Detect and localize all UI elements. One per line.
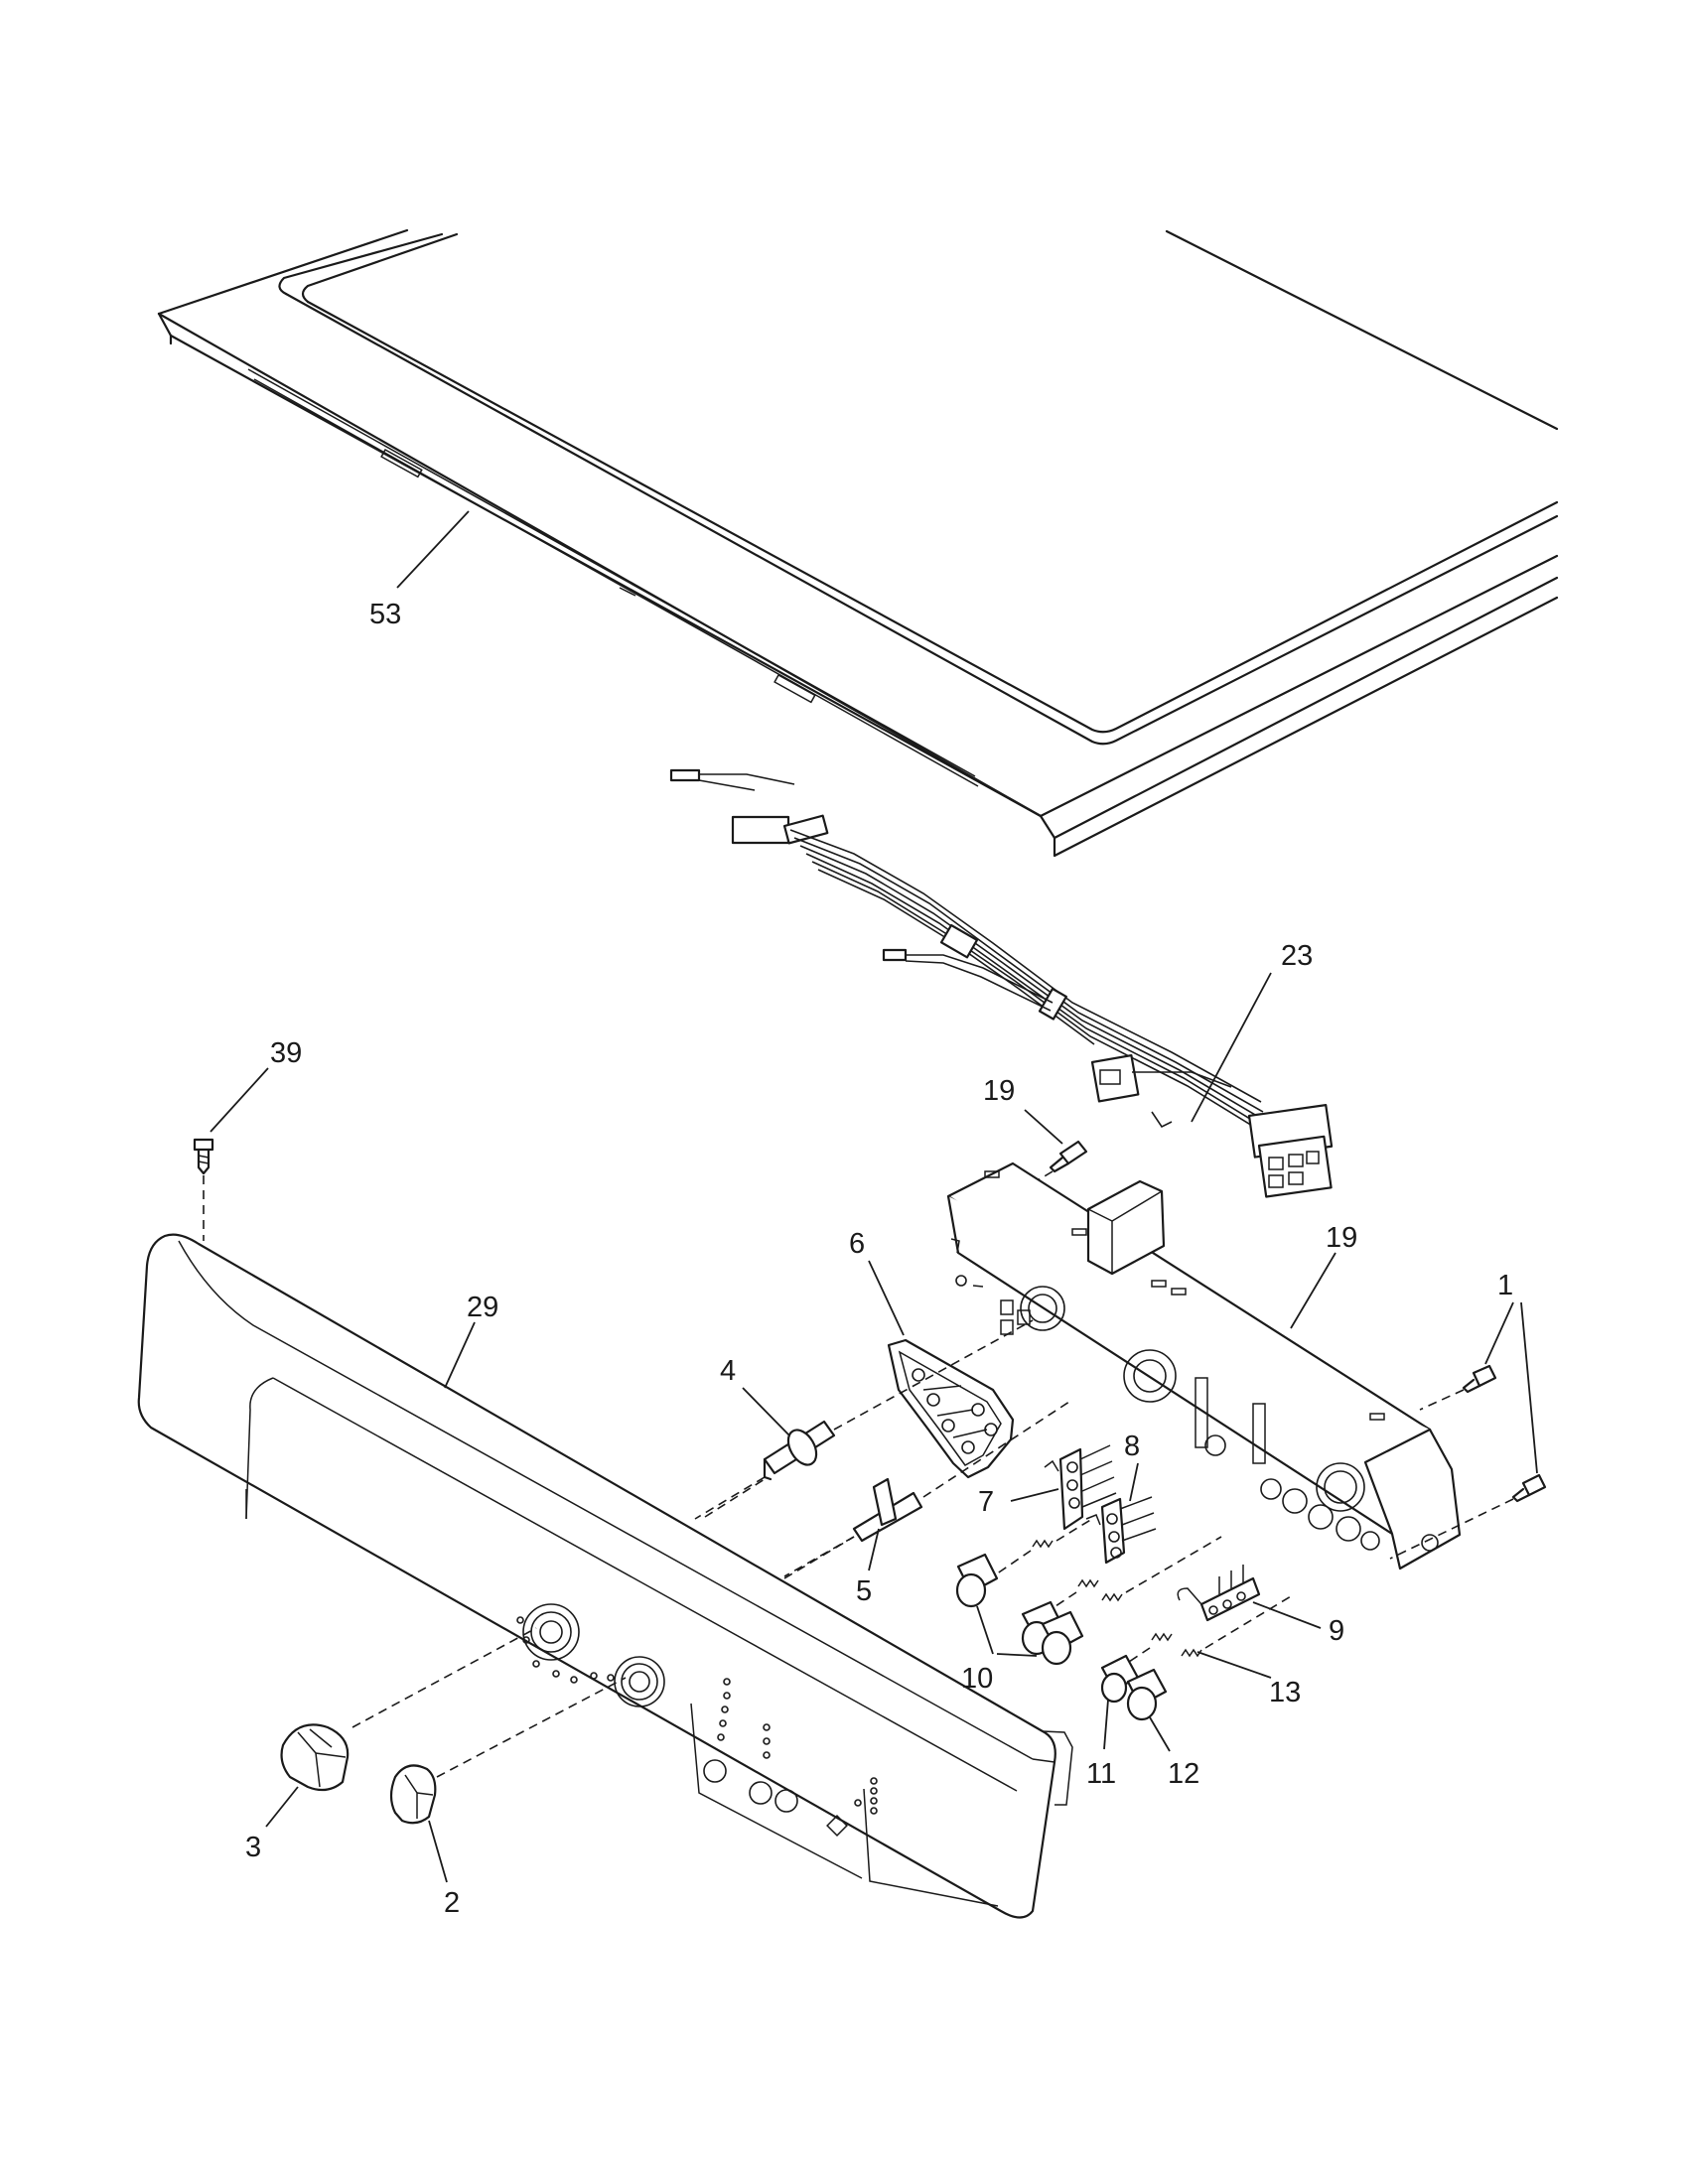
knob-part-3 — [280, 1723, 350, 1792]
callout-19-right-label: 1 — [1497, 1270, 1513, 1301]
callout-12: 12 — [1149, 1716, 1199, 1790]
callout-53: 53 — [369, 510, 470, 630]
control-panel-part-29 — [137, 1233, 1073, 1919]
bracket-part-6 — [887, 1338, 1015, 1479]
callout-53-label: 53 — [369, 599, 401, 630]
top-lid-part-53 — [157, 228, 1559, 858]
button-bracket-part-9 — [1177, 1565, 1261, 1622]
screw-part-19-right-2 — [1389, 1473, 1547, 1560]
callout-8: 8 — [1124, 1431, 1140, 1502]
callout-4: 4 — [720, 1355, 790, 1436]
callout-6: 6 — [849, 1228, 905, 1336]
callout-12-label: 12 — [1168, 1758, 1199, 1790]
callout-10-label: 10 — [961, 1663, 993, 1695]
callout-23: 23 — [1191, 940, 1313, 1123]
callout-29-label: 29 — [467, 1292, 498, 1323]
callout-11: 11 — [1086, 1699, 1116, 1790]
screw-part-19-right-1 — [1419, 1364, 1497, 1411]
callout-10: 10 — [961, 1605, 1038, 1695]
push-button-part-10 — [955, 1553, 1084, 1666]
callout-6-label: 6 — [849, 1228, 865, 1260]
callout-29: 29 — [444, 1292, 498, 1389]
callout-9-label: 9 — [1329, 1615, 1344, 1647]
callout-11-label: 11 — [1086, 1758, 1116, 1790]
callout-39-label: 39 — [270, 1037, 302, 1069]
callout-3-label: 3 — [245, 1832, 261, 1863]
callout-19-top-label: 19 — [983, 1075, 1015, 1107]
callout-4-label: 4 — [720, 1355, 736, 1387]
wire-harness-part-23 — [669, 768, 1334, 1198]
callout-19-right: 1 — [1484, 1270, 1538, 1474]
callout-1-label: 19 — [1326, 1222, 1357, 1254]
callout-2: 2 — [428, 1820, 460, 1919]
assembly-dash-lines — [352, 1478, 855, 1778]
springs — [992, 1518, 1292, 1665]
callout-3: 3 — [245, 1786, 299, 1863]
callout-5: 5 — [856, 1528, 880, 1607]
shaft-part-5 — [783, 1399, 1073, 1577]
callout-1: 19 — [1290, 1222, 1357, 1329]
callout-13: 13 — [1196, 1651, 1301, 1708]
callout-5-label: 5 — [856, 1575, 872, 1607]
control-housing-part-1 — [946, 1161, 1462, 1570]
callout-8-label: 8 — [1124, 1431, 1140, 1462]
callout-13-label: 13 — [1269, 1677, 1301, 1708]
callout-19-top: 19 — [983, 1075, 1063, 1145]
callout-9: 9 — [1252, 1601, 1344, 1647]
callout-39: 39 — [210, 1037, 302, 1133]
push-button-part-12 — [1126, 1668, 1168, 1721]
button-bracket-part-8 — [1085, 1496, 1157, 1565]
screw-part-39 — [193, 1138, 214, 1241]
button-bracket-part-7 — [1044, 1444, 1117, 1531]
callout-7-label: 7 — [978, 1486, 994, 1518]
knob-part-2 — [389, 1764, 437, 1825]
callout-2-label: 2 — [444, 1887, 460, 1919]
shaft-part-4 — [694, 1319, 1034, 1520]
callout-23-label: 23 — [1281, 940, 1313, 972]
callout-7: 7 — [978, 1486, 1059, 1518]
